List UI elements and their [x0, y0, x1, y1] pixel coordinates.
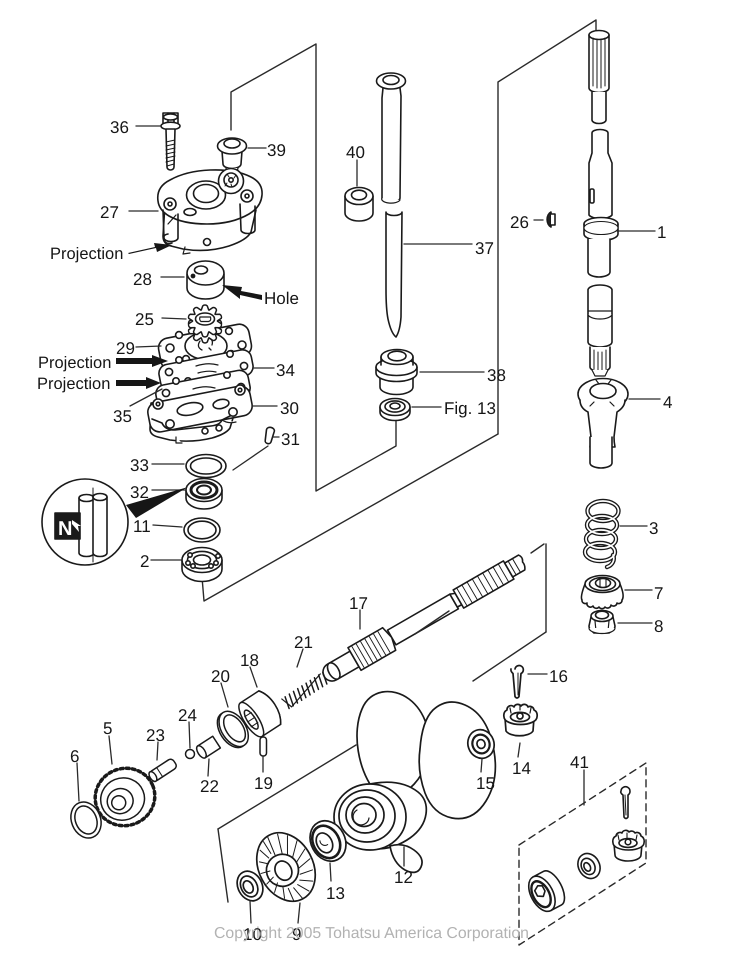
svg-text:2: 2 — [140, 552, 149, 571]
svg-text:16: 16 — [549, 667, 568, 686]
svg-text:34: 34 — [276, 361, 295, 380]
svg-text:22: 22 — [200, 777, 219, 796]
svg-text:15: 15 — [476, 774, 495, 793]
svg-text:30: 30 — [280, 399, 299, 418]
svg-text:37: 37 — [475, 239, 494, 258]
svg-text:Copyright 2005 Tohatsu America: Copyright 2005 Tohatsu America Corporati… — [214, 925, 529, 942]
svg-text:40: 40 — [346, 143, 365, 162]
svg-text:25: 25 — [135, 310, 154, 329]
svg-text:39: 39 — [267, 141, 286, 160]
svg-text:10: 10 — [243, 925, 262, 944]
svg-text:9: 9 — [292, 925, 301, 944]
svg-text:33: 33 — [130, 456, 149, 475]
svg-text:1: 1 — [657, 223, 666, 242]
svg-text:26: 26 — [510, 213, 529, 232]
svg-text:6: 6 — [70, 747, 79, 766]
svg-text:N: N — [58, 518, 72, 540]
svg-text:20: 20 — [211, 667, 230, 686]
svg-text:24: 24 — [178, 706, 197, 725]
svg-text:3: 3 — [649, 519, 658, 538]
svg-text:4: 4 — [663, 393, 672, 412]
svg-text:12: 12 — [394, 868, 413, 887]
svg-text:5: 5 — [103, 719, 112, 738]
svg-text:14: 14 — [512, 759, 531, 778]
svg-text:7: 7 — [654, 584, 663, 603]
svg-text:13: 13 — [326, 884, 345, 903]
svg-text:Fig. 13: Fig. 13 — [444, 399, 496, 418]
svg-text:21: 21 — [294, 633, 313, 652]
svg-text:18: 18 — [240, 651, 259, 670]
svg-text:Projection: Projection — [37, 375, 110, 393]
svg-text:35: 35 — [113, 407, 132, 426]
svg-text:Hole: Hole — [264, 289, 299, 308]
svg-text:31: 31 — [281, 430, 300, 449]
svg-text:29: 29 — [116, 339, 135, 358]
svg-text:38: 38 — [487, 366, 506, 385]
svg-text:17: 17 — [349, 594, 368, 613]
svg-text:36: 36 — [110, 118, 129, 137]
svg-text:32: 32 — [130, 483, 149, 502]
svg-text:8: 8 — [654, 617, 663, 636]
svg-text:41: 41 — [570, 753, 589, 772]
svg-text:28: 28 — [133, 270, 152, 289]
svg-text:23: 23 — [146, 726, 165, 745]
svg-text:Projection: Projection — [50, 245, 123, 263]
svg-text:27: 27 — [100, 203, 119, 222]
svg-text:19: 19 — [254, 774, 273, 793]
svg-text:Projection: Projection — [38, 354, 111, 372]
svg-text:11: 11 — [133, 517, 151, 536]
